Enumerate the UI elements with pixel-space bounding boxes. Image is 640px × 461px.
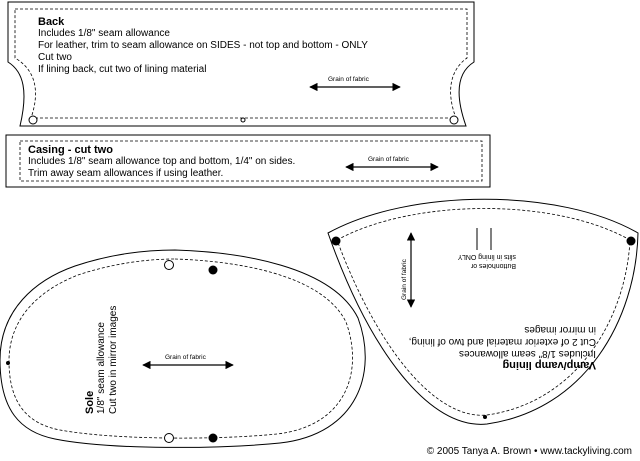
back-notch-center [240, 117, 246, 123]
sole-label-block: Sole 1/8" seam allowance Cut two in mirr… [84, 306, 120, 414]
casing-outline [5, 134, 491, 188]
back-outline [7, 1, 475, 127]
copyright-footer: © 2005 Tanya A. Brown • www.tackyliving.… [426, 446, 632, 457]
back-notch-left [28, 115, 38, 125]
vamp-buttonhole-line: slits in lining ONLY [457, 253, 516, 260]
vamp-notch-bottom [483, 415, 487, 419]
back-grain-label: Grain of fabric [328, 76, 369, 83]
back-label-block: Back Includes 1/8" seam allowance For le… [38, 16, 368, 76]
sole-line: Cut two in mirror images [108, 305, 119, 414]
casing-title: Casing - cut two [28, 144, 113, 156]
sole-line: 1/8" seam allowance [96, 322, 107, 414]
back-notch-right [449, 115, 459, 125]
casing-grain-label: Grain of fabric [368, 156, 409, 163]
casing-seam-line [19, 140, 483, 182]
sole-notch-bottom-open [164, 433, 174, 443]
vamp-line: Cut 2 of exterior material and two of li… [408, 336, 596, 347]
vamp-grain-label: Grain of fabric [401, 259, 408, 300]
vamp-label-block: Vamp/vamp lining Includes 1/8" seam allo… [409, 323, 596, 371]
vamp-outline [327, 198, 639, 425]
vamp-title: Vamp/vamp lining [502, 359, 596, 371]
vamp-line: Includes 1/8" seam allowances [459, 348, 596, 359]
sole-notch-top-open [164, 260, 174, 270]
vamp-notch-left [331, 236, 341, 246]
sole-notch-left [6, 361, 10, 365]
back-line: For leather, trim to seam allowance on S… [38, 40, 368, 51]
sole-title: Sole [84, 390, 96, 414]
casing-line: Trim away seam allowances if using leath… [28, 168, 224, 179]
vamp-buttonhole-note: Buttonholes or slits in lining ONLY [458, 252, 516, 270]
vamp-line: in mirror images [524, 324, 596, 335]
back-line: Includes 1/8" seam allowance [38, 28, 170, 39]
vamp-seam-line [336, 208, 631, 416]
back-line: Cut two [38, 52, 72, 63]
vamp-buttonhole-line: Buttonholes or [470, 262, 516, 269]
sole-outline [0, 249, 366, 448]
sole-grain-label: Grain of fabric [165, 354, 206, 361]
sole-notch-top-filled [208, 265, 218, 275]
back-line: If lining back, cut two of lining materi… [38, 64, 207, 75]
sole-seam-line [8, 258, 353, 439]
casing-line: Includes 1/8" seam allowance top and bot… [28, 156, 296, 167]
back-title: Back [38, 16, 65, 28]
casing-label-block: Casing - cut two Includes 1/8" seam allo… [28, 144, 295, 180]
vamp-notch-right [626, 236, 636, 246]
sole-notch-bottom-filled [208, 433, 218, 443]
